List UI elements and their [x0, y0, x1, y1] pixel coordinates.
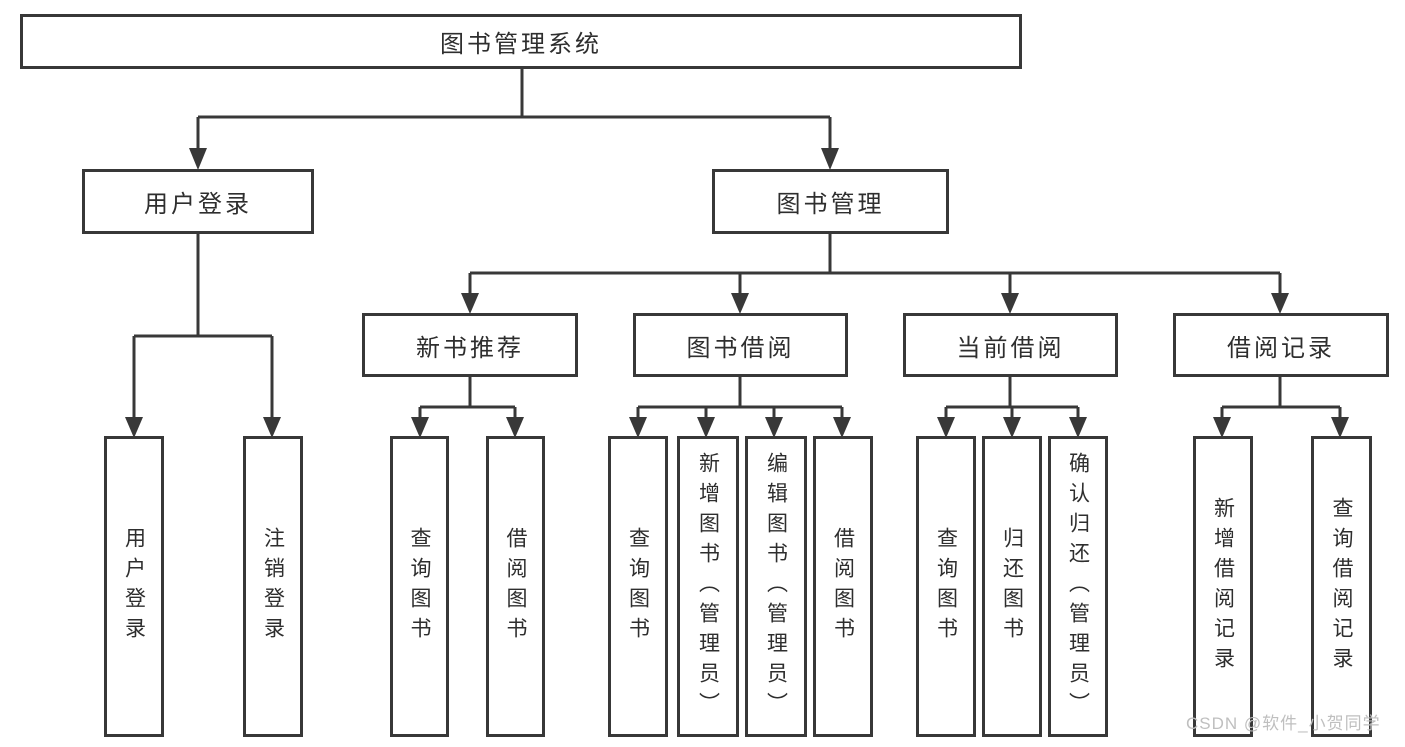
node-leaf-confirm-return-admin: 确认归还（管理员） [1048, 436, 1108, 737]
connector-stems [132, 68, 1342, 419]
node-leaf-return-book: 归还图书 [982, 436, 1042, 737]
node-leaf-add-borrow-record: 新增借阅记录 [1193, 436, 1253, 737]
node-leaf-borrow-book-recommend: 借阅图书 [486, 436, 545, 737]
node-label: 查询借阅记录 [1330, 496, 1353, 677]
csdn-watermark: CSDN @软件_小贺同学 [1186, 714, 1381, 733]
node-leaf-query-book-recommend: 查询图书 [390, 436, 449, 737]
node-book-management: 图书管理 [712, 169, 949, 234]
node-label: 借阅图书 [831, 526, 855, 647]
node-label: 查询图书 [934, 526, 958, 647]
node-leaf-add-book-admin: 新增图书（管理员） [677, 436, 739, 737]
arrowheads [125, 148, 1349, 438]
node-label: 确认归还（管理员） [1066, 451, 1090, 722]
node-label: 编辑图书（管理员） [764, 451, 788, 722]
node-leaf-edit-book-admin: 编辑图书（管理员） [745, 436, 807, 737]
node-leaf-borrow-book: 借阅图书 [813, 436, 873, 737]
node-borrow-record: 借阅记录 [1173, 313, 1389, 377]
node-label: 查询图书 [408, 526, 431, 647]
node-leaf-user-login: 用户登录 [104, 436, 164, 737]
node-book-borrow: 图书借阅 [633, 313, 848, 377]
node-root: 图书管理系统 [20, 14, 1022, 69]
node-leaf-logout: 注销登录 [243, 436, 303, 737]
node-leaf-query-book-current: 查询图书 [916, 436, 976, 737]
node-label: 新增借阅记录 [1211, 496, 1235, 677]
node-user-login: 用户登录 [82, 169, 314, 234]
node-label: 用户登录 [122, 526, 146, 647]
node-label: 借阅图书 [504, 526, 527, 647]
node-new-book-recommend: 新书推荐 [362, 313, 578, 377]
node-label: 注销登录 [261, 526, 285, 647]
node-leaf-query-borrow-record: 查询借阅记录 [1311, 436, 1372, 737]
node-label: 归还图书 [1000, 526, 1024, 647]
node-leaf-query-book-borrow: 查询图书 [608, 436, 668, 737]
node-label: 查询图书 [626, 526, 650, 647]
node-label: 新增图书（管理员） [696, 451, 720, 722]
node-current-borrow: 当前借阅 [903, 313, 1118, 377]
